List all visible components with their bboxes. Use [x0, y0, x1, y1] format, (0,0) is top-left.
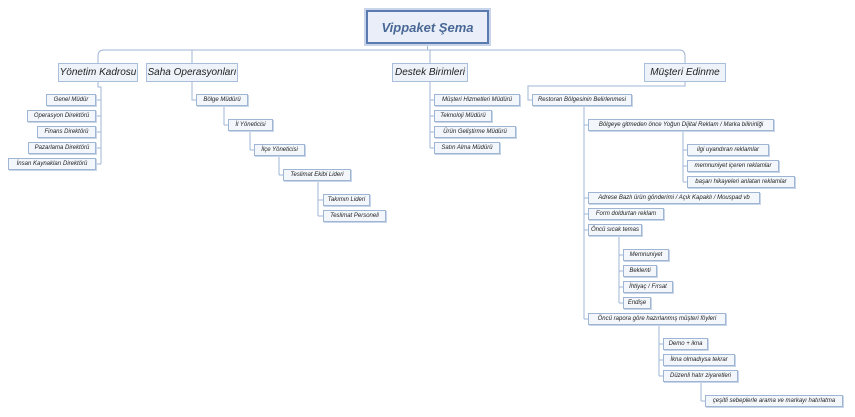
- department-destek-birimleri[interactable]: Destek Birimleri: [392, 63, 468, 82]
- connector-root-bus: [97, 49, 686, 63]
- department-yonetim-kadrosu[interactable]: Yönetim Kadrosu: [58, 63, 138, 82]
- node-restoran-bolgesi[interactable]: Restoran Bölgesinin Belirlenmesi: [532, 94, 632, 106]
- node-memnuniyet[interactable]: Memnuniyet: [623, 249, 669, 261]
- node-teknoloji-muduru[interactable]: Teknoloji Müdürü: [434, 110, 492, 122]
- department-musteri-edinme[interactable]: Müşteri Edinme: [644, 63, 726, 82]
- node-operasyon-direktoru[interactable]: Operasyon Direktörü: [27, 110, 96, 122]
- node-il-yoneticisi[interactable]: İl Yöneticisi: [228, 119, 273, 131]
- node-ilce-yoneticisi[interactable]: İlçe Yöneticisi: [254, 144, 305, 156]
- department-saha-operasyonlari[interactable]: Saha Operasyonları: [146, 63, 238, 82]
- connector-saha: [191, 82, 196, 101]
- node-arama-marka-hatirlatma[interactable]: çeşitli sebeplerle arama ve markayı hatı…: [705, 395, 843, 407]
- node-dijital-reklam[interactable]: Bölgeye gitmeden önce Yoğun Dijital Rekl…: [588, 119, 774, 131]
- node-endise[interactable]: Endişe: [623, 297, 651, 309]
- node-ilgi-uyandiran-reklamlar[interactable]: ilgi uyandıran reklamlar: [687, 144, 769, 156]
- node-ihtiyac-firsat[interactable]: İhtiyaç / Fırsat: [623, 281, 673, 293]
- node-adrese-bazli-gonderim[interactable]: Adrese Bazlı ürün gönderimi / Açık Kapak…: [588, 192, 760, 204]
- node-satin-alma-muduru[interactable]: Satın Alma Müdürü: [434, 142, 500, 154]
- node-genel-mudur[interactable]: Genel Müdür: [46, 94, 96, 106]
- node-demo-ikna[interactable]: Demo + ikna: [663, 338, 708, 350]
- connector-musteri: [527, 82, 686, 101]
- node-finans-direktoru[interactable]: Finans Direktörü: [37, 126, 96, 138]
- node-urun-gelistirme-muduru[interactable]: Ürün Geliştirme Müdürü: [434, 126, 516, 138]
- node-bolge-muduru[interactable]: Bölge Müdürü: [196, 94, 248, 106]
- node-pazarlama-direktoru[interactable]: Pazarlama Direktörü: [28, 142, 96, 154]
- node-ikna-olmadiysa-tekrar[interactable]: İkna olmadıysa tekrar: [663, 354, 735, 366]
- node-memnuniyet-reklamlar[interactable]: memnuniyet içeren reklamlar: [687, 160, 779, 172]
- node-oncu-sicak-temas[interactable]: Öncü sıcak temas: [588, 224, 642, 236]
- node-form-doldurtan-reklam[interactable]: Form doldurtan reklam: [588, 208, 664, 220]
- node-teslimat-ekibi-lideri[interactable]: Teslimat Ekibi Lideri: [283, 169, 351, 181]
- node-basari-hikayeleri-reklamlar[interactable]: başarı hikayeleri anlatan reklamlar: [687, 176, 795, 188]
- node-insan-kaynaklari-direktoru[interactable]: İnsan Kaynakları Direktörü: [8, 158, 96, 170]
- node-musteri-hizmetleri-muduru[interactable]: Müşteri Hizmetleri Müdürü: [434, 94, 520, 106]
- node-teslimat-personeli[interactable]: Teslimat Personeli: [323, 210, 386, 222]
- node-oncu-rapor-musteri-foyleri[interactable]: Öncü rapora göre hazırlanmış müşteri föy…: [588, 313, 726, 325]
- node-duzenli-hatir-ziyaretleri[interactable]: Düzenli hatır ziyaretleri: [663, 370, 738, 382]
- node-takimin-lideri[interactable]: Takımın Lideri: [323, 194, 370, 206]
- connector-yonetim: [97, 82, 102, 164]
- chart-title-node[interactable]: Vippaket Şema: [366, 10, 489, 44]
- node-beklenti[interactable]: Beklenti: [623, 265, 657, 277]
